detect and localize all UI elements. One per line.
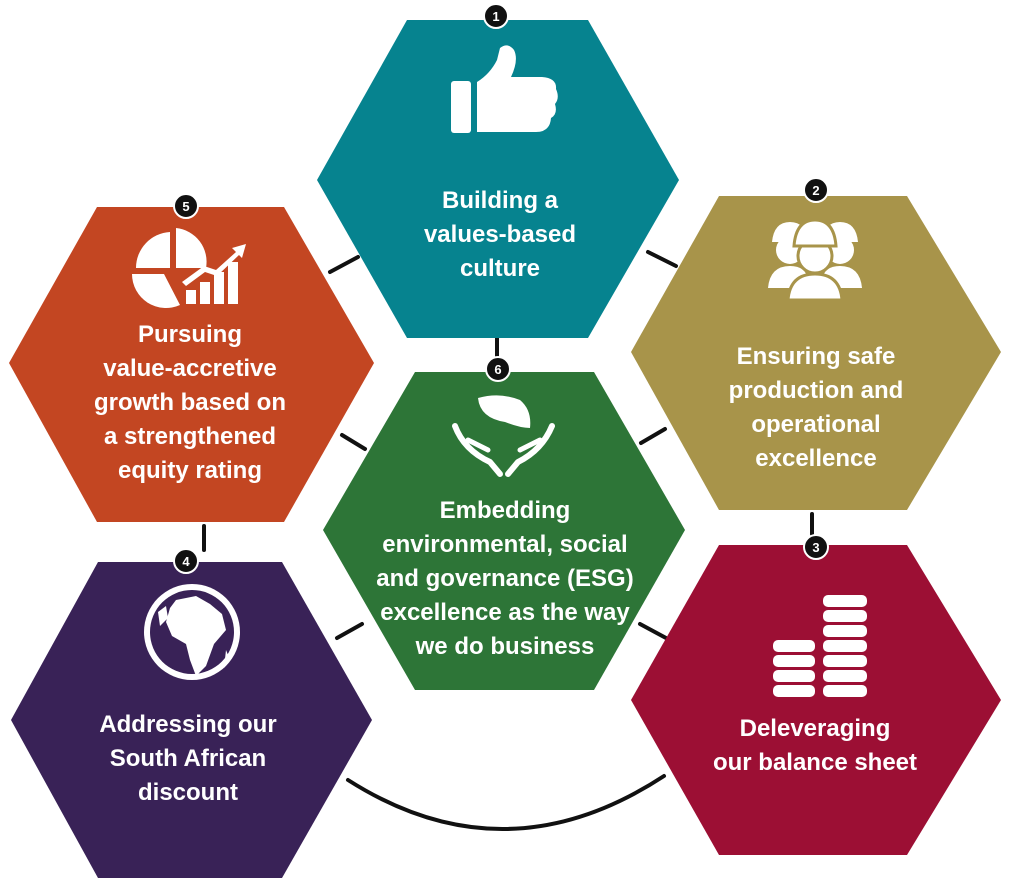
hexagon-label-line: discount [138,779,238,806]
hexagon-label-line: and governance (ESG) [376,565,633,592]
badge-number: 2 [812,183,819,198]
badge-number: 4 [182,554,190,569]
hexagon-label-line: growth based on [94,389,286,416]
hexagon-values-culture: Building a values-based culture [317,20,679,338]
hexagon-label-line: production and [729,377,904,404]
badge-number: 5 [182,199,189,214]
thumbs-up-icon [451,45,558,133]
hexagon-label-line: excellence as the way [380,599,630,626]
pie-growth-chart-icon [132,228,246,309]
hexagon-label-line: Deleveraging [740,715,891,742]
hexagon-value-growth: Pursuing value-accretive growth based on a … [9,207,374,522]
hexagon-deleveraging: Deleveraging our balance sheet [631,545,1001,855]
hexagon-label: Embedding environmental, social and govern… [376,497,633,660]
hexagon-label: Building a values-based culture [424,187,576,282]
hexagon-shape [323,372,685,690]
badge-4: 4 [173,548,199,574]
hexagon-label-line: value-accretive [103,355,276,382]
hexagon-label: Deleveraging our balance sheet [713,715,917,776]
connector-2-6 [639,427,667,445]
hexagon-label-line: environmental, social [382,531,627,558]
workers-hardhat-icon [768,218,862,302]
hexagon-shape [11,562,372,878]
leaf-hands-icon [452,395,555,477]
hexagon-label: Pursuing value-accretive growth based on a … [94,321,286,484]
connector-4-6 [335,622,364,640]
hexagon-label-line: Building a [442,187,559,214]
hexagon-label-line: Embedding [440,497,571,524]
globe-africa-icon [144,584,240,680]
hexagon-label-line: operational [751,411,880,438]
badge-6: 6 [485,356,511,382]
badge-3: 3 [803,534,829,560]
hexagon-safe-production: Ensuring safe production and operational ex… [631,196,1001,510]
hexagon-label-line: Pursuing [138,321,242,348]
coin-stacks-icon [773,595,867,697]
badge-1: 1 [483,3,509,29]
hexagon-label-line: equity rating [118,457,262,484]
connector-lines [202,250,814,831]
number-badges: 1 2 3 4 5 6 [173,3,829,574]
badge-5: 5 [173,193,199,219]
hexagon-shape [9,207,374,522]
hexagon-esg: Embedding environmental, social and govern… [323,372,685,690]
hexagon-label-line: values-based [424,221,576,248]
hexagon-label-line: Ensuring safe [737,343,896,370]
badge-number: 3 [812,540,819,555]
hexagon-label-line: excellence [755,445,876,472]
hexagon-shape [631,196,1001,510]
connector-arc-4-3 [346,774,666,831]
badge-number: 1 [492,9,499,24]
connector-1-2 [646,250,678,268]
hexagon-label-line: we do business [415,633,595,660]
hexagon-label-line: culture [460,255,540,282]
hexagon-label-line: our balance sheet [713,749,917,776]
badge-2: 2 [803,177,829,203]
connector-5-6 [340,433,367,451]
hexagon-shape [317,20,679,338]
hexagon-label-line: South African [110,745,266,772]
connector-3-6 [638,622,668,640]
hexagon-label: Ensuring safe production and operational ex… [729,343,904,472]
hexagon-label-line: Addressing our [99,711,276,738]
badge-number: 6 [494,362,501,377]
hexagon-shape [631,545,1001,855]
connector-1-5 [328,255,360,274]
hexagon-label-line: a strengthened [104,423,276,450]
